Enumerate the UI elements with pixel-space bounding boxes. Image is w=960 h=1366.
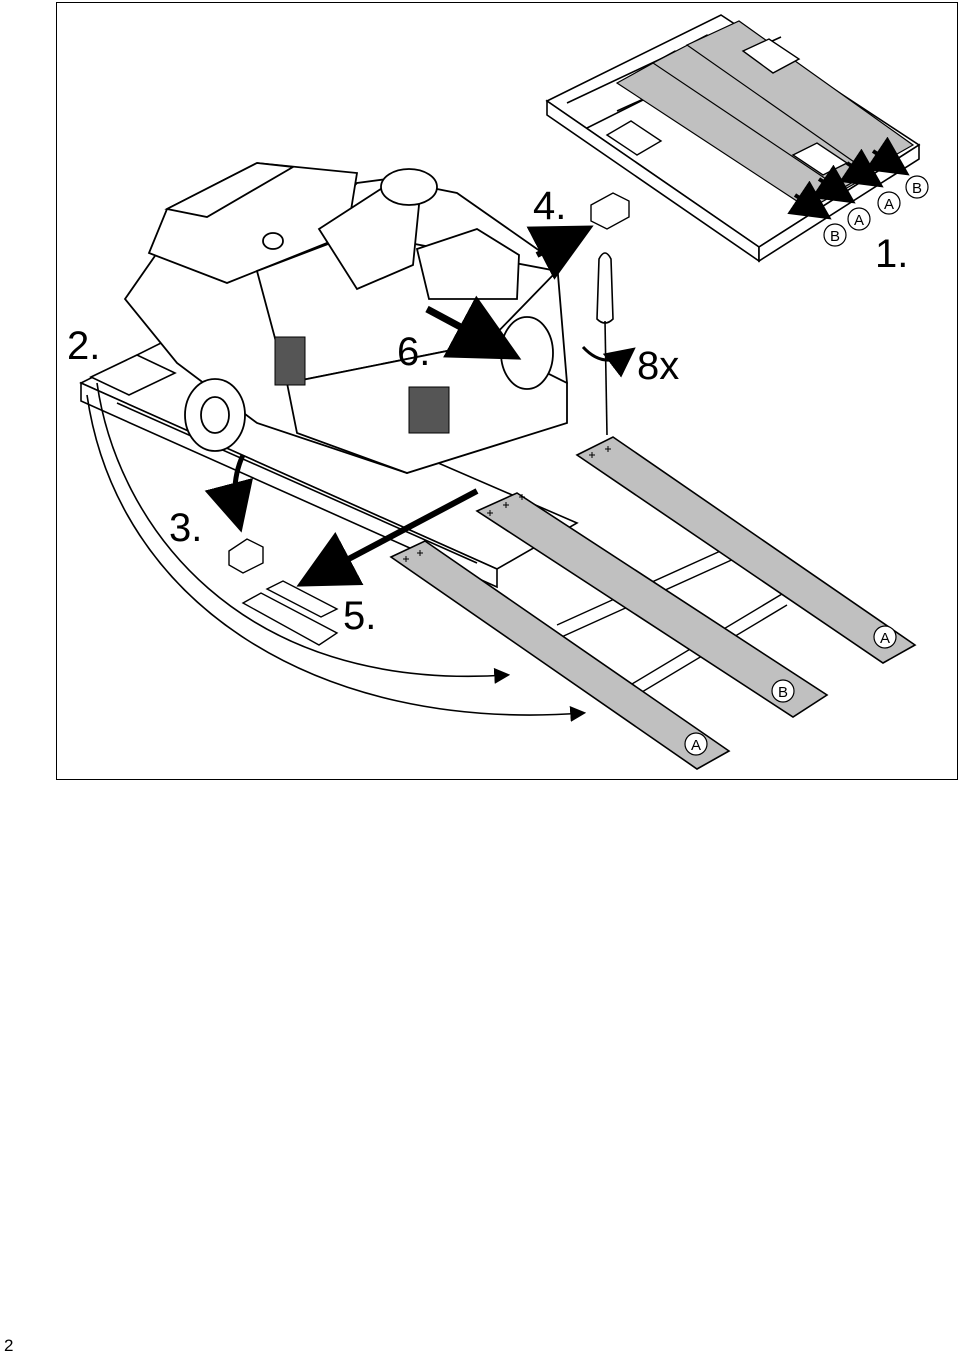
svg-text:B: B (778, 684, 788, 701)
unpacking-illustration: B A A B (56, 2, 958, 780)
sweeper-machine (123, 162, 568, 474)
pallet-blocks (605, 38, 849, 176)
pallet-label-b2: B (905, 175, 929, 199)
step-label-6: 6. (397, 330, 430, 374)
removed-block-4 (590, 192, 630, 230)
step-label-1: 1. (875, 232, 908, 276)
engine-grilles (274, 336, 450, 434)
svg-text:A: A (884, 196, 894, 213)
ramp-label-a-right: A (873, 625, 897, 649)
screw-count-label: 8x (637, 344, 679, 388)
removed-block-3 (228, 538, 264, 574)
ramp-label-a-left: A (684, 732, 708, 756)
svg-text:B: B (912, 180, 922, 197)
screwdriver-icon (581, 252, 636, 436)
step-4-arrow (526, 225, 594, 280)
board-relocation-arrows (86, 382, 587, 722)
pallet-label-b1: B (823, 223, 847, 247)
pallet-label-a1: A (847, 207, 871, 231)
page-number: 2 (4, 1336, 14, 1355)
step-label-2: 2. (67, 324, 100, 368)
removed-beam-5 (241, 580, 339, 646)
step-label-5: 5. (343, 594, 376, 638)
step-label-4: 4. (533, 184, 566, 228)
step-5-arrow (296, 488, 479, 587)
svg-text:A: A (854, 212, 864, 229)
step-3-arrow (204, 453, 254, 533)
step-label-3: 3. (169, 506, 202, 550)
svg-text:A: A (880, 630, 890, 647)
step-6-arrow (425, 295, 522, 360)
svg-text:A: A (691, 737, 701, 754)
ramp-boards (389, 436, 917, 770)
ramp-label-b: B (771, 679, 795, 703)
illustration-canvas: B A A B (67, 14, 929, 770)
pallet-label-a2: A (877, 191, 901, 215)
svg-text:B: B (830, 228, 840, 245)
pallet-removal-arrows (787, 136, 910, 220)
ramp-screw-marks (403, 446, 611, 562)
